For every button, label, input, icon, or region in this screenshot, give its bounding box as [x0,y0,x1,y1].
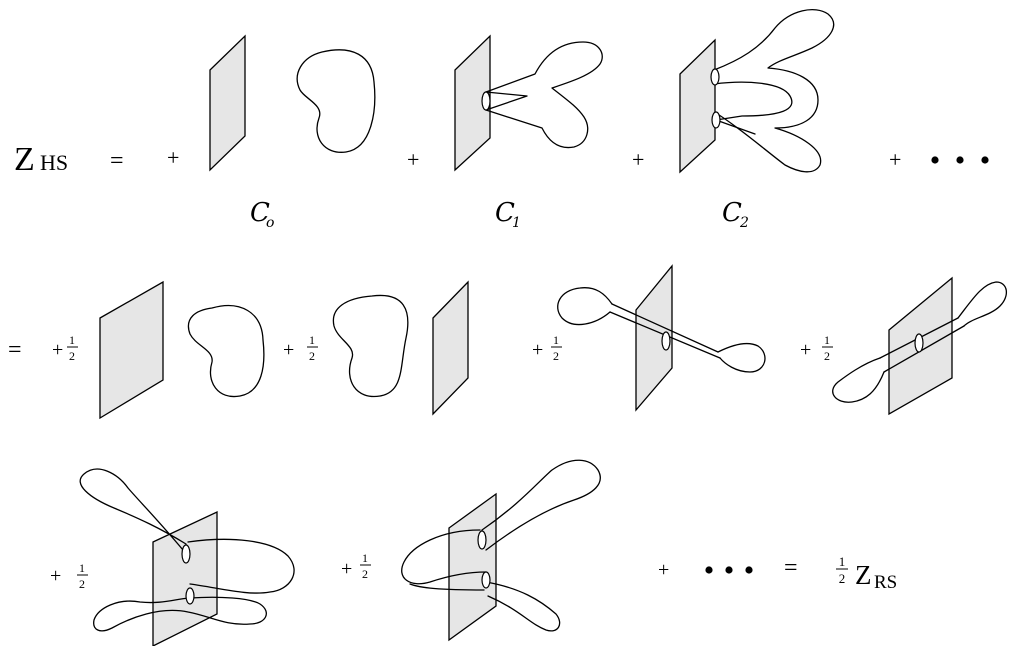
ellipsis-dot [956,156,964,164]
ellipsis-dot [705,566,713,574]
term-double-crossing-left [79,468,295,646]
crossing-hole-upper [181,544,191,564]
crossing-hole-upper [477,530,487,550]
left-lobe [832,357,885,403]
half-numerator: 1 [69,333,75,347]
crossing-hole [661,331,671,351]
term-c2 [679,8,835,174]
curve-body [485,41,603,149]
half-coefficient: 1 2 [822,333,833,363]
term-c0 [209,34,376,172]
plus-sign-8: + [800,339,811,361]
term-crossing-antidiagonal [832,276,1007,416]
equals-sign-2: = [8,337,22,363]
half-coefficient: 1 2 [551,333,562,363]
mirror-plane [209,34,246,172]
plus-sign-4: + [889,147,901,172]
half-denominator: 2 [839,571,846,586]
plus-sign-9: + [50,565,61,587]
mirror-plane [635,264,673,412]
closed-curve [296,49,376,153]
half-denominator: 2 [824,349,830,363]
label-c0-sub: o [266,215,274,231]
term-double-crossing-right [401,459,601,642]
right-lobe [717,342,766,373]
mirror-plane [152,510,218,646]
label-c2-letter: C [722,198,742,228]
plus-sign-7: + [532,339,543,361]
half-numerator: 1 [79,561,85,575]
curve [79,468,295,632]
term-crossing-diagonal [557,264,766,412]
crossing-hole-lower [481,571,491,589]
term-plane-then-curve [99,280,265,420]
crossing-hole [914,333,924,353]
plus-sign-2: + [407,147,419,172]
plus-sign-10: + [341,558,352,580]
half-numerator: 1 [309,333,315,347]
half-denominator: 2 [553,349,559,363]
mirror-plane [432,280,469,416]
plus-sign-11: + [658,559,669,581]
ellipsis-dot [725,566,733,574]
rhs-subscript: RS [874,572,897,593]
right-lobe [957,281,1007,327]
plus-sign-3: + [632,147,644,172]
mirror-plane [99,280,164,420]
half-denominator: 2 [79,577,85,591]
left-lobe [557,287,613,326]
closed-curve [187,304,265,398]
half-denominator: 2 [69,349,75,363]
equals-sign-1: = [110,148,124,174]
plus-sign-1: + [167,145,179,170]
half-numerator: 1 [824,333,830,347]
closed-curve [332,294,409,398]
crossing-hole [481,91,491,111]
half-numerator: 1 [839,554,846,569]
lhs-subscript: HS [40,150,68,175]
half-coefficient: 1 2 [360,551,371,581]
term-curve-then-plane [332,280,469,416]
crossing-hole-lower [185,587,195,605]
curve-inner [713,81,793,135]
half-numerator: 1 [553,333,559,347]
half-coefficient: 1 2 [77,561,88,591]
rhs-symbol: Z [855,560,872,590]
half-coefficient: 1 2 [67,333,78,363]
curve-inner [485,91,528,111]
curve [401,459,601,632]
half-denominator: 2 [309,349,315,363]
plus-sign-6: + [283,339,294,361]
half-denominator: 2 [362,567,368,581]
label-c2-sub: 2 [739,215,749,231]
crossing-hole-lower [711,111,721,129]
term-c1 [454,34,603,172]
curve-outer [713,8,835,173]
crossing-hole-upper [710,68,720,86]
ellipsis-dot [745,566,753,574]
half-coefficient: 1 2 [836,554,848,586]
equals-sign-3: = [784,555,798,581]
label-c0-letter: C [250,198,270,228]
lhs-symbol: Z [14,141,35,178]
mirror-plane [679,38,716,174]
ellipsis-dot [931,156,939,164]
half-numerator: 1 [362,551,368,565]
label-c1-letter: C [495,198,515,228]
mirror-plane [448,492,497,642]
plus-sign-5: + [52,339,63,361]
label-c1-sub: 1 [512,215,521,231]
half-coefficient: 1 2 [307,333,318,363]
ellipsis-dot [981,156,989,164]
mirror-plane [454,34,491,172]
